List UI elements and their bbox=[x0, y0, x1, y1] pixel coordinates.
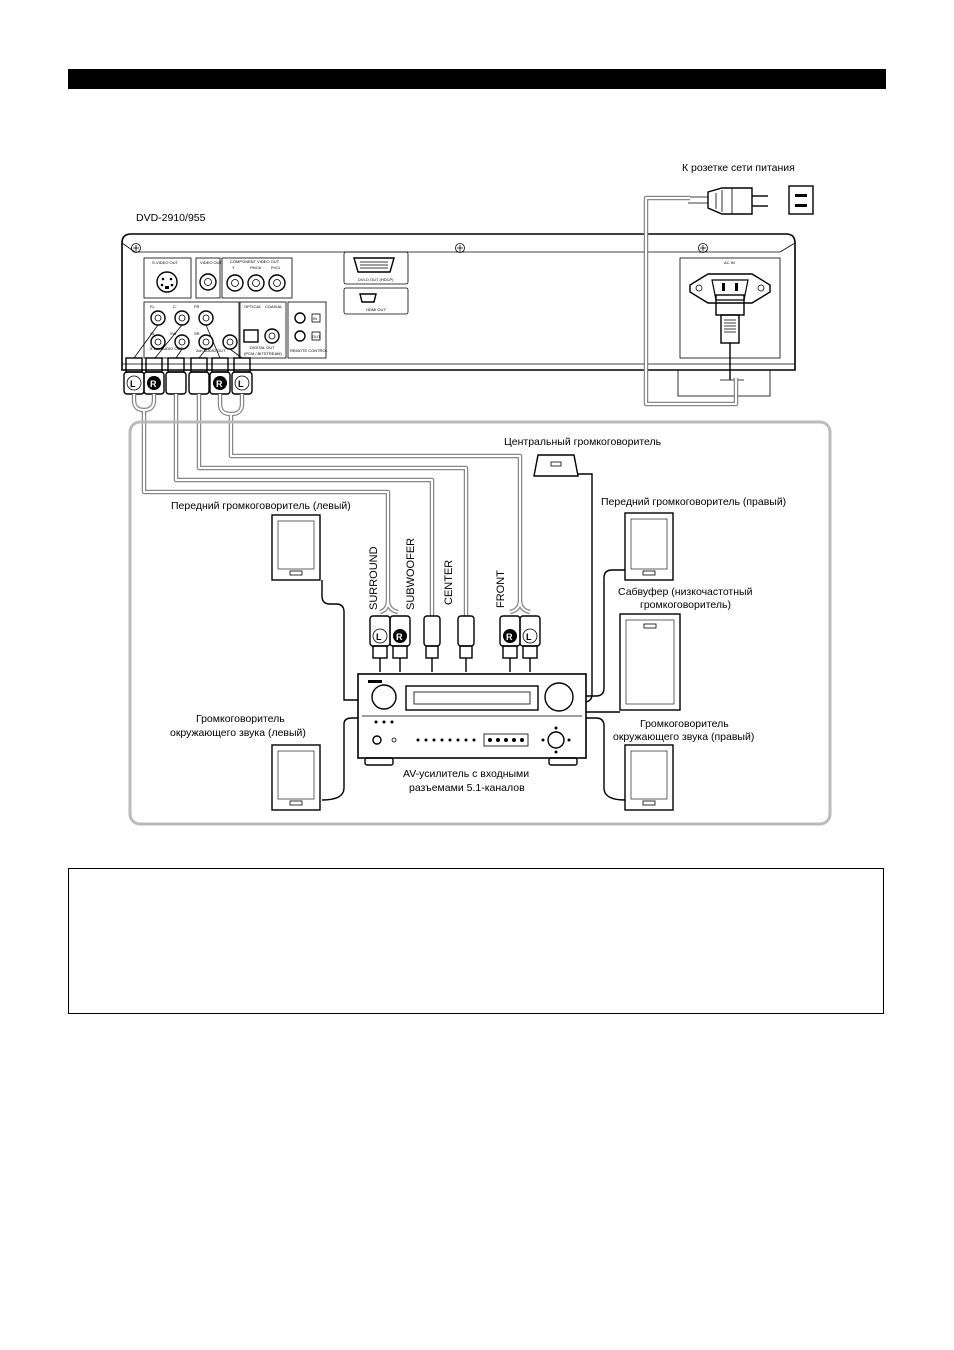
power-outlet-label: К розетке сети питания bbox=[682, 162, 795, 174]
wall-outlet-icon bbox=[788, 185, 814, 215]
surround-right-label-2: окружающего звука (правый) bbox=[613, 731, 754, 743]
svg-text:SR: SR bbox=[194, 331, 200, 336]
svg-text:L: L bbox=[376, 632, 382, 642]
s-video-label: S-VIDEO OUT bbox=[152, 260, 179, 265]
svg-text:FL: FL bbox=[150, 304, 155, 309]
notes-box bbox=[68, 868, 884, 1014]
rca-plug-sl: L bbox=[231, 357, 253, 395]
amp-plug-surround-l: L bbox=[369, 615, 391, 672]
hdmi-out-label: HDMI OUT bbox=[366, 307, 386, 312]
header-bar bbox=[68, 69, 886, 89]
front-right-label: Передний громкоговоритель (правый) bbox=[601, 496, 786, 508]
svg-text:L: L bbox=[238, 379, 244, 389]
front-input-label: FRONT bbox=[495, 570, 507, 608]
front-left-speaker-icon bbox=[271, 514, 321, 581]
subwoofer-label-2: громкоговоритель) bbox=[640, 599, 731, 611]
remote-control-label: REMOTE CONTROL bbox=[290, 348, 329, 353]
svg-text:R: R bbox=[150, 379, 157, 389]
svg-text:L: L bbox=[130, 379, 136, 389]
amplifier-label-1: AV-усилитель с входными bbox=[403, 768, 529, 780]
surround-left-label-2: окружающего звука (левый) bbox=[170, 727, 306, 739]
svg-text:R: R bbox=[396, 632, 403, 642]
amp-plug-front-r: R bbox=[499, 615, 521, 672]
amp-plug-surround-r: R bbox=[389, 615, 411, 672]
component-video-label: COMPONENT VIDEO OUT bbox=[230, 259, 280, 264]
amplifier-label-2: разъемами 5.1-каналов bbox=[409, 782, 525, 794]
svg-text:L: L bbox=[526, 632, 532, 642]
room-frame bbox=[128, 420, 832, 826]
svg-text:Y: Y bbox=[232, 265, 235, 270]
audio-out-2ch-label: 2ch AUDIO OUT bbox=[196, 348, 226, 353]
amp-plug-center bbox=[457, 615, 475, 672]
svg-text:Pr/Cr: Pr/Cr bbox=[271, 265, 281, 270]
svg-text:IN: IN bbox=[313, 316, 317, 321]
svg-text:OUT: OUT bbox=[312, 334, 321, 339]
digital-out-label: DIGITAL OUT bbox=[250, 345, 275, 350]
audio-cables bbox=[131, 394, 531, 616]
center-speaker-label: Центральный громкоговоритель bbox=[504, 436, 662, 448]
front-right-speaker-icon bbox=[624, 512, 674, 581]
surround-left-speaker-icon bbox=[271, 744, 321, 811]
surround-right-label-1: Громкоговоритель bbox=[640, 718, 729, 730]
video-out-label: VIDEO OUT bbox=[200, 260, 223, 265]
dvd-model-label: DVD-2910/955 bbox=[136, 212, 206, 224]
svg-text:SW: SW bbox=[170, 331, 177, 336]
amp-plug-subwoofer bbox=[423, 615, 441, 672]
svg-text:SL: SL bbox=[150, 331, 156, 336]
surround-right-speaker-icon bbox=[624, 744, 674, 811]
subwoofer-input-label: SUBWOOFER bbox=[405, 538, 417, 610]
subwoofer-label-1: Сабвуфер (низкочастотный bbox=[618, 586, 753, 598]
av-amplifier-icon bbox=[357, 673, 587, 766]
surround-left-label-1: Громкоговоритель bbox=[196, 713, 285, 725]
svg-text:C: C bbox=[173, 304, 176, 309]
subwoofer-icon bbox=[619, 613, 681, 711]
center-speaker-icon bbox=[533, 454, 579, 477]
front-left-label: Передний громкоговоритель (левый) bbox=[171, 500, 351, 512]
center-input-label: CENTER bbox=[443, 560, 455, 605]
surround-input-label: SURROUND bbox=[368, 546, 380, 610]
amp-plug-front-l: L bbox=[519, 615, 541, 672]
power-plug-icon bbox=[688, 187, 768, 215]
dvi-out-label: DVI-D OUT (HDCP) bbox=[358, 277, 394, 282]
svg-text:R: R bbox=[216, 379, 223, 389]
svg-text:R: R bbox=[506, 632, 513, 642]
audio-out-51-label: 5.1ch AUDIO OUT bbox=[150, 346, 183, 351]
amp-rca-plugs: L R R bbox=[369, 615, 541, 672]
svg-text:FR: FR bbox=[194, 304, 199, 309]
ac-in-label: AC IN bbox=[724, 260, 735, 265]
svg-text:COAXIAL: COAXIAL bbox=[265, 304, 283, 309]
svg-text:(PCM / BITSTREAM): (PCM / BITSTREAM) bbox=[244, 351, 282, 356]
svg-text:OPTICAL: OPTICAL bbox=[244, 304, 262, 309]
rca-plug-sr: R bbox=[209, 357, 231, 395]
svg-text:Pb/Cb: Pb/Cb bbox=[250, 265, 262, 270]
